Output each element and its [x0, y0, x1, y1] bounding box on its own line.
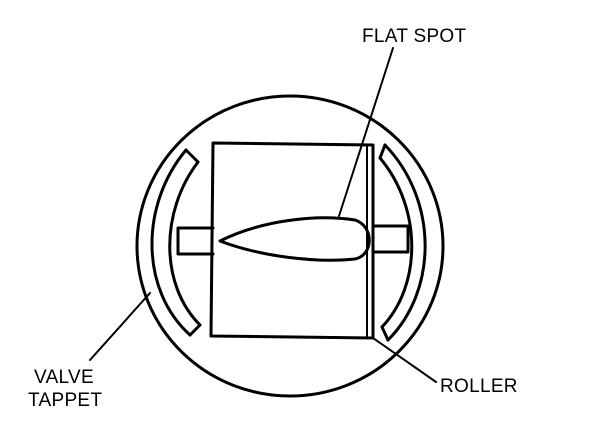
flat-spot-shape	[218, 216, 371, 262]
left-retainer-bottom-cap	[188, 323, 202, 337]
right-retainer-top-cap	[378, 143, 387, 160]
left-retainer-inner-arc	[168, 160, 202, 327]
valve-label: VALVE	[34, 367, 94, 388]
left-retainer-outer-arc	[150, 148, 192, 337]
tappet-label: TAPPET	[28, 390, 102, 411]
flat-spot-leader-line	[338, 47, 394, 217]
valve-tappet-outer-circle	[135, 94, 445, 398]
left-axle-stub	[176, 226, 215, 256]
right-retainer-bottom-cap	[380, 325, 390, 342]
roller-leader-line	[372, 337, 437, 383]
right-retainer-outer-arc	[383, 143, 427, 342]
roller-body	[209, 141, 375, 340]
right-retainer-inner-arc	[378, 156, 414, 329]
roller-label: ROLLER	[440, 376, 518, 397]
right-axle-stub	[371, 224, 410, 254]
left-retainer-top-cap	[184, 148, 200, 164]
flat-spot-label: FLAT SPOT	[362, 26, 467, 47]
valve-tappet-leader-line	[89, 292, 151, 361]
